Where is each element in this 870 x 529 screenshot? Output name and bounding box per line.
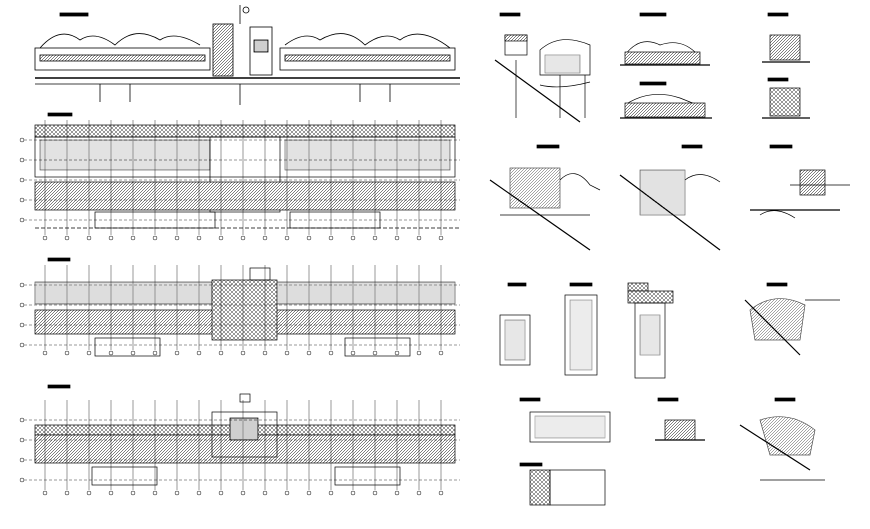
section-hillside-1 — [494, 12, 591, 123]
grid-bubble — [19, 302, 25, 308]
plan2-title-bar — [47, 257, 71, 262]
grid-bubble — [19, 137, 25, 143]
grid-bubble — [218, 490, 224, 496]
grid-bubble — [394, 235, 400, 241]
grid-bubble — [130, 235, 136, 241]
grid-bubble — [306, 350, 312, 356]
grid-bubble — [64, 350, 70, 356]
structural-grid — [24, 120, 460, 490]
grid-bubble — [19, 322, 25, 328]
grid-bubble — [240, 490, 246, 496]
grid-bubble — [19, 197, 25, 203]
grid-bubble — [350, 490, 356, 496]
grid-bubble — [328, 490, 334, 496]
grid-bubble — [19, 417, 25, 423]
grid-bubble — [152, 235, 158, 241]
grid-bubble — [42, 490, 48, 496]
grid-bubble — [19, 217, 25, 223]
grid-bubble — [108, 490, 114, 496]
grid-bubble — [262, 235, 268, 241]
grid-bubble — [262, 490, 268, 496]
grid-bubble — [262, 350, 268, 356]
grid-bubble — [394, 350, 400, 356]
grid-bubble — [416, 490, 422, 496]
grid-bubble — [19, 282, 25, 288]
grid-bubble — [86, 350, 92, 356]
grid-bubble — [328, 235, 334, 241]
grid-bubble — [284, 490, 290, 496]
grid-bubble — [306, 490, 312, 496]
grid-bubble — [240, 235, 246, 241]
grid-bubble — [152, 350, 158, 356]
grid-bubble — [394, 490, 400, 496]
grid-bubble — [108, 350, 114, 356]
unit-floor-plans — [499, 282, 674, 379]
grid-bubble — [438, 350, 444, 356]
grid-bubble — [174, 235, 180, 241]
grid-bubble — [372, 490, 378, 496]
grid-bubble — [64, 490, 70, 496]
grid-bubbles — [19, 137, 444, 496]
grid-bubble — [196, 350, 202, 356]
grid-bubble — [196, 235, 202, 241]
grid-bubble — [438, 235, 444, 241]
grid-bubble — [372, 235, 378, 241]
grid-bubble — [240, 350, 246, 356]
grid-bubble — [350, 350, 356, 356]
grid-bubble — [196, 490, 202, 496]
grid-bubble — [438, 490, 444, 496]
plan1-title-bar — [47, 112, 73, 117]
grid-bubble — [42, 235, 48, 241]
elevation-title-bar — [59, 12, 89, 17]
grid-bubble — [174, 350, 180, 356]
grid-bubble — [19, 157, 25, 163]
grid-bubble — [218, 235, 224, 241]
grid-bubble — [42, 350, 48, 356]
grid-bubble — [284, 235, 290, 241]
grid-bubble — [19, 177, 25, 183]
floor-plan-middle — [34, 257, 456, 357]
section-hillside-row — [489, 144, 850, 251]
grid-bubble — [19, 437, 25, 443]
floor-plan-lower — [34, 384, 456, 486]
grid-bubble — [152, 490, 158, 496]
grid-bubble — [86, 490, 92, 496]
grid-bubble — [130, 350, 136, 356]
grid-bubble — [416, 350, 422, 356]
curved-roof-section — [744, 282, 840, 356]
grid-bubble — [19, 477, 25, 483]
grid-bubble — [19, 342, 25, 348]
grid-bubble — [174, 490, 180, 496]
grid-bubble — [64, 235, 70, 241]
grid-bubble — [86, 235, 92, 241]
grid-bubble — [350, 235, 356, 241]
grid-bubble — [218, 350, 224, 356]
front-elevation — [34, 5, 460, 105]
grid-bubble — [130, 490, 136, 496]
grid-bubble — [284, 350, 290, 356]
grid-bubble — [19, 457, 25, 463]
floor-plan-upper — [34, 112, 460, 229]
plan3-title-bar — [47, 384, 71, 389]
grid-bubble — [306, 235, 312, 241]
bottom-details — [519, 397, 825, 506]
side-elevations — [620, 12, 810, 119]
grid-bubble — [108, 235, 114, 241]
grid-bubble — [372, 350, 378, 356]
grid-bubble — [328, 350, 334, 356]
grid-bubble — [416, 235, 422, 241]
